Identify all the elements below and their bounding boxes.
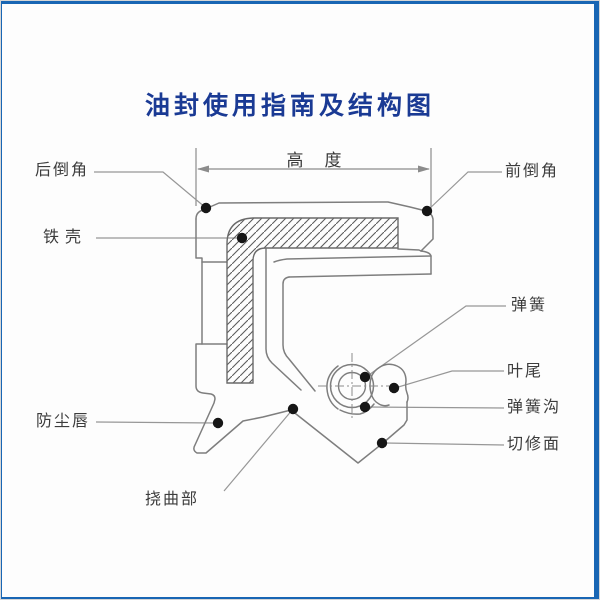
leader-spring-groove	[367, 406, 505, 409]
spring-centerlines	[318, 353, 389, 420]
leader-rear-chamfer	[94, 171, 207, 209]
label-dust-lip: 防尘唇	[36, 413, 91, 430]
dot-rear-chamfer	[200, 202, 212, 214]
label-trimmed-surface: 切修面	[507, 436, 562, 453]
leader-flex-section	[223, 408, 294, 492]
dot-spring-groove	[359, 401, 371, 413]
page-title: 油封使用指南及结构图	[144, 92, 435, 120]
arrowhead-right	[418, 165, 430, 173]
leader-front-chamfer	[426, 171, 502, 212]
dot-flex-section	[287, 403, 299, 415]
leader-spring	[365, 305, 506, 378]
leader-dust-lip	[95, 421, 216, 424]
dimension-height	[195, 148, 432, 212]
spring-cross-section	[318, 353, 389, 420]
leader-lip-tail	[394, 370, 504, 389]
dimension-label-height: 高 度	[286, 151, 344, 170]
dot-spring	[359, 371, 371, 383]
lip-tail-lobe	[369, 363, 409, 407]
label-flex-section: 挠曲部	[145, 491, 200, 508]
membrane-line-1	[265, 248, 302, 391]
front-face-corner	[420, 250, 432, 275]
membrane-line-2	[282, 276, 316, 392]
dot-dust-lip	[212, 417, 224, 429]
outer-left-bottom-profile	[193, 218, 408, 464]
outer-top-edge	[195, 201, 427, 220]
dot-lip-tail	[388, 382, 400, 394]
inner-line-c	[288, 273, 432, 278]
leader-lines	[94, 171, 506, 492]
label-rear-chamfer: 后倒角	[35, 162, 90, 179]
label-iron-shell: 铁壳	[43, 229, 88, 246]
dot-trimmed-surface	[376, 437, 388, 449]
label-front-chamfer: 前倒角	[505, 163, 560, 180]
marker-dots	[200, 202, 433, 449]
dot-iron-shell	[236, 232, 248, 244]
dot-front-chamfer	[421, 205, 433, 217]
metal-end-cover	[397, 248, 422, 252]
label-spring-groove: 弹簧沟	[507, 399, 562, 416]
spring-groove-surface	[326, 365, 339, 410]
inner-line-b	[273, 255, 432, 263]
metal-case-hatched	[226, 217, 399, 384]
leader-trimmed-surface	[384, 442, 505, 446]
label-lip-tail: 叶尾	[507, 363, 544, 380]
seal-body-outline	[193, 201, 434, 464]
front-face-chamfer	[420, 210, 434, 252]
arrowhead-left	[197, 165, 209, 173]
groove-mouth	[339, 403, 375, 415]
label-spring: 弹簧	[511, 297, 548, 314]
